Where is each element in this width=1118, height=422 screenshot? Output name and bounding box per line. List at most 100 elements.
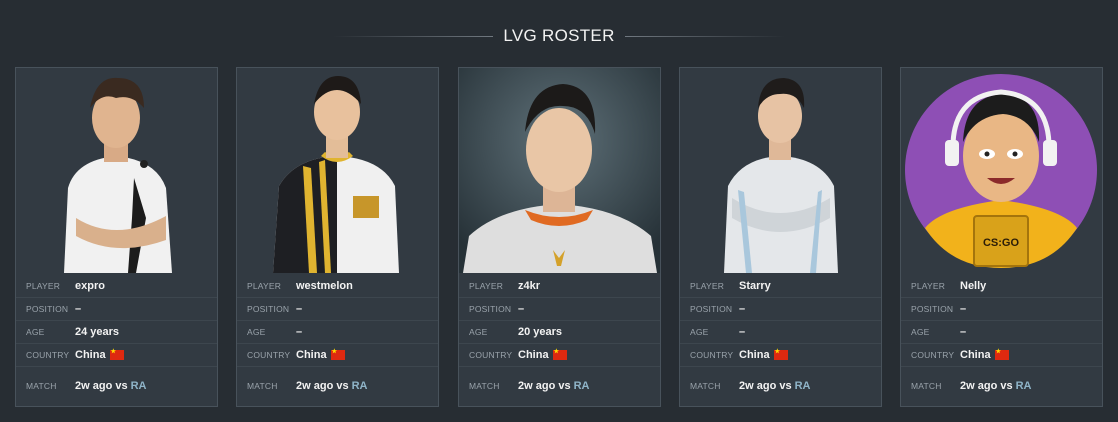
player-label: PLAYER xyxy=(247,280,282,291)
roster-header: LVG ROSTER xyxy=(0,22,1118,50)
age-label: AGE xyxy=(690,327,709,337)
country-value: China xyxy=(518,348,567,361)
country-name: China xyxy=(296,349,327,361)
country-row: COUNTRY China xyxy=(680,343,881,366)
country-name: China xyxy=(960,349,991,361)
player-photo[interactable]: CS:GO xyxy=(901,68,1102,273)
age-value: – xyxy=(960,326,967,338)
page-title: LVG ROSTER xyxy=(503,26,615,45)
player-label: PLAYER xyxy=(26,280,61,291)
player-label: PLAYER xyxy=(469,280,504,291)
player-photo[interactable] xyxy=(459,68,660,273)
player-label: PLAYER xyxy=(690,280,725,291)
country-label: COUNTRY xyxy=(690,350,734,360)
country-label: COUNTRY xyxy=(469,350,513,360)
age-row: AGE – xyxy=(237,320,438,343)
opponent-link[interactable]: RA xyxy=(573,379,590,392)
position-label: POSITION xyxy=(911,304,954,314)
player-row: PLAYER expro xyxy=(16,274,217,297)
china-flag-icon xyxy=(330,348,345,360)
position-label: POSITION xyxy=(690,304,733,314)
player-card[interactable]: PLAYER westmelon POSITION – AGE – COUNTR… xyxy=(236,67,439,407)
position-value: – xyxy=(296,303,303,315)
age-label: AGE xyxy=(469,327,488,337)
age-value: – xyxy=(296,326,303,338)
position-value: – xyxy=(960,303,967,315)
china-flag-icon xyxy=(552,348,567,360)
player-row: PLAYER westmelon xyxy=(237,274,438,297)
match-time: 2w ago vs xyxy=(296,379,349,392)
player-name[interactable]: expro xyxy=(75,279,105,292)
china-flag-icon xyxy=(994,348,1009,360)
position-label: POSITION xyxy=(26,304,69,314)
player-row: PLAYER z4kr xyxy=(459,274,660,297)
player-name[interactable]: Starry xyxy=(739,279,771,292)
opponent-link[interactable]: RA xyxy=(794,379,811,392)
position-row: POSITION – xyxy=(459,297,660,320)
position-row: POSITION – xyxy=(901,297,1102,320)
country-value: China xyxy=(296,348,345,361)
player-photo[interactable] xyxy=(16,68,217,273)
age-label: AGE xyxy=(911,327,930,337)
position-label: POSITION xyxy=(469,304,512,314)
position-row: POSITION – xyxy=(680,297,881,320)
match-time: 2w ago vs xyxy=(960,379,1013,392)
match-label: MATCH xyxy=(469,380,500,391)
match-label: MATCH xyxy=(911,380,942,391)
opponent-link[interactable]: RA xyxy=(1015,379,1032,392)
china-flag-icon xyxy=(109,348,124,360)
age-label: AGE xyxy=(247,327,266,337)
country-value: China xyxy=(960,348,1009,361)
country-value: China xyxy=(75,348,124,361)
country-row: COUNTRY China xyxy=(901,343,1102,366)
position-value: – xyxy=(518,303,525,315)
player-name[interactable]: westmelon xyxy=(296,279,353,292)
country-row: COUNTRY China xyxy=(459,343,660,366)
title-divider-right xyxy=(624,35,785,37)
age-label: AGE xyxy=(26,327,45,337)
country-label: COUNTRY xyxy=(26,350,70,360)
player-card[interactable]: PLAYER Starry POSITION – AGE – COUNTRY C… xyxy=(679,67,882,407)
title-divider-left xyxy=(333,35,494,37)
position-row: POSITION – xyxy=(16,297,217,320)
player-card[interactable]: PLAYER expro POSITION – AGE 24 years COU… xyxy=(15,67,218,407)
player-name[interactable]: z4kr xyxy=(518,279,541,292)
china-flag-icon xyxy=(773,348,788,360)
player-row: PLAYER Starry xyxy=(680,274,881,297)
match-time: 2w ago vs xyxy=(739,379,792,392)
match-time: 2w ago vs xyxy=(518,379,571,392)
age-row: AGE – xyxy=(901,320,1102,343)
age-value: 24 years xyxy=(75,326,120,338)
opponent-link[interactable]: RA xyxy=(351,379,368,392)
age-value: 20 years xyxy=(518,326,563,338)
match-time: 2w ago vs xyxy=(75,379,128,392)
country-label: COUNTRY xyxy=(911,350,955,360)
country-name: China xyxy=(739,349,770,361)
age-value: – xyxy=(739,326,746,338)
player-row: PLAYER Nelly xyxy=(901,274,1102,297)
age-row: AGE 24 years xyxy=(16,320,217,343)
country-name: China xyxy=(518,349,549,361)
player-card[interactable]: PLAYER z4kr POSITION – AGE 20 years COUN… xyxy=(458,67,661,407)
player-photo[interactable] xyxy=(237,68,438,273)
age-row: AGE – xyxy=(680,320,881,343)
position-label: POSITION xyxy=(247,304,290,314)
opponent-link[interactable]: RA xyxy=(130,379,147,392)
player-photo[interactable] xyxy=(680,68,881,273)
country-label: COUNTRY xyxy=(247,350,291,360)
csgo-badge-text: CS:GO xyxy=(983,237,1020,249)
country-name: China xyxy=(75,349,106,361)
country-row: COUNTRY China xyxy=(16,343,217,366)
position-value: – xyxy=(75,303,82,315)
match-label: MATCH xyxy=(247,380,278,391)
player-name[interactable]: Nelly xyxy=(960,279,987,292)
player-card[interactable]: CS:GO PLAYER Nelly POSITION – AGE – COUN… xyxy=(900,67,1103,407)
